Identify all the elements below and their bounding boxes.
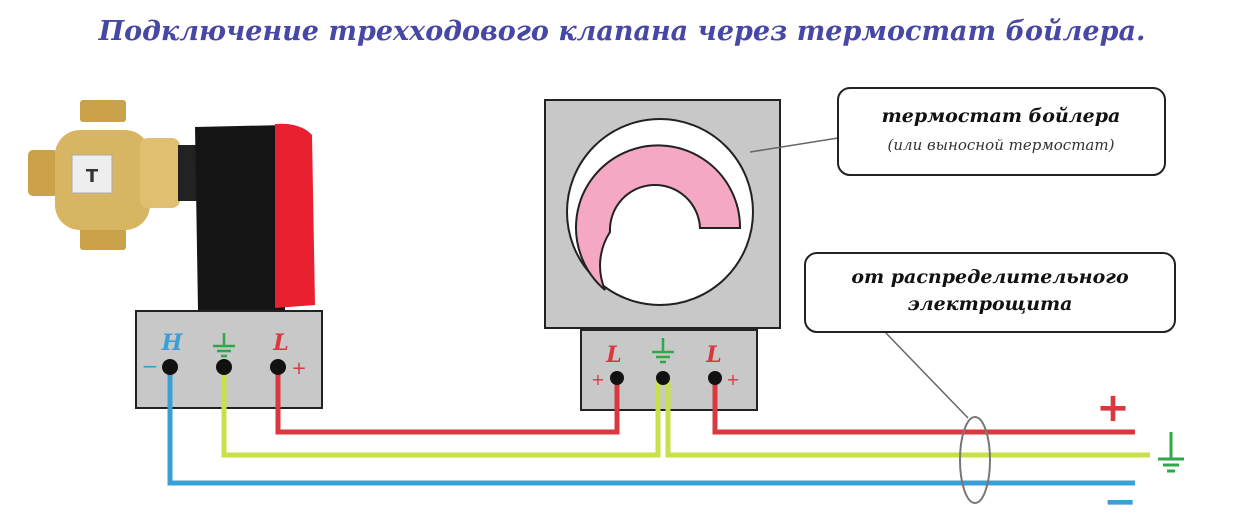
- phase-wire-valve: [275, 367, 620, 435]
- cable-bundle-marker: [959, 416, 991, 504]
- ground-icon: [1158, 432, 1184, 473]
- thermostat-dial-scale: [575, 144, 742, 291]
- three-way-valve-illustration: T: [28, 100, 315, 310]
- thermostat-terminal-l1-label: L: [605, 342, 621, 368]
- thermostat-callout: термостат бойлера (или выносной термоста…: [749, 87, 1166, 176]
- svg-text:T: T: [86, 166, 99, 187]
- ground-icon: [213, 333, 235, 358]
- supply-callout: от распределительного электрощита: [804, 252, 1176, 504]
- supply-callout-line2: электрощита: [908, 293, 1073, 315]
- ground-icon: [652, 338, 674, 364]
- valve-terminal-l-label: L: [272, 330, 288, 356]
- thermostat-callout-title: термостат бойлера: [882, 105, 1121, 127]
- valve-terminal-h-label: H: [161, 330, 184, 356]
- thermostat-terminals: L + L +: [591, 338, 740, 389]
- neutral-wire: [167, 367, 1135, 486]
- supply-plus-sign: +: [1096, 385, 1130, 431]
- plus-sign: +: [291, 358, 306, 379]
- earth-wire-valve: [221, 367, 661, 458]
- phase-wire-supply: [712, 378, 1135, 435]
- supply-callout-line1: от распределительного: [851, 266, 1129, 288]
- thermostat-body: [544, 99, 781, 411]
- valve-terminals: H − L +: [142, 330, 307, 379]
- thermostat-callout-subtitle: (или выносной термостат): [888, 136, 1115, 154]
- minus-sign: −: [142, 354, 159, 378]
- plus-sign: +: [591, 370, 604, 389]
- supply-minus-sign: −: [1103, 479, 1137, 525]
- thermostat-terminal-l2-label: L: [705, 342, 721, 368]
- diagram-title: Подключение трехходового клапана через т…: [98, 16, 1146, 47]
- valve-terminal-block: [135, 310, 323, 409]
- plus-sign: +: [726, 370, 739, 389]
